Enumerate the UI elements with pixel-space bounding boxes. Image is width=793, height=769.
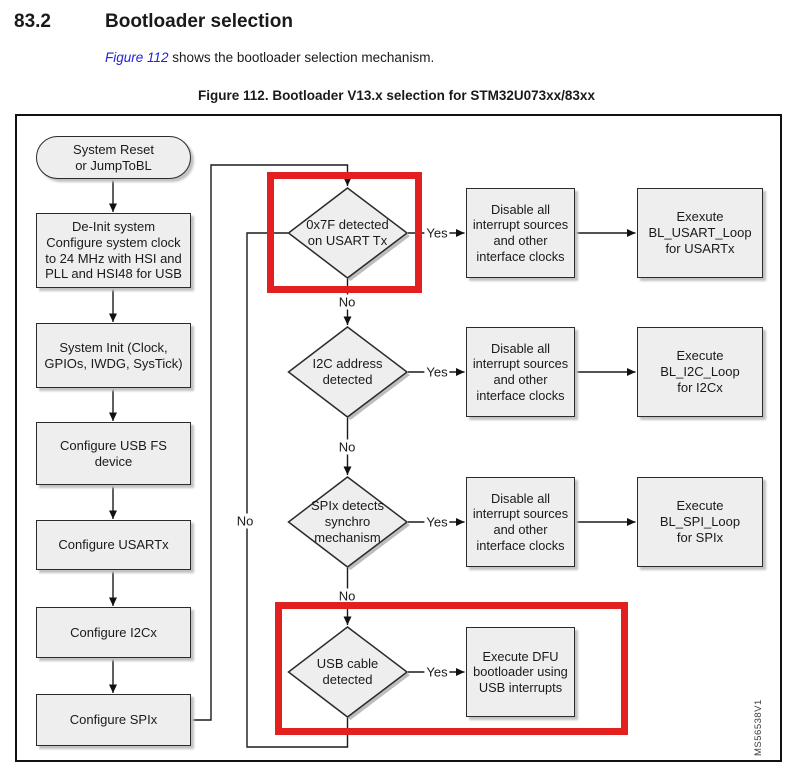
diamond-shape bbox=[287, 326, 410, 420]
flow-decision-usart: 0x7F detected on USART Tx bbox=[287, 187, 410, 281]
decision-label: SPIx detects synchro mechanism bbox=[311, 498, 384, 545]
decision-label: 0x7F detected on USART Tx bbox=[306, 217, 389, 248]
flow-node-deinit: De-Init system Configure system clock to… bbox=[36, 213, 191, 288]
flow-node-disable-interrupts-spi: Disable all interrupt sources and other … bbox=[466, 477, 575, 567]
flow-node-disable-interrupts-i2c: Disable all interrupt sources and other … bbox=[466, 327, 575, 417]
flow-node-configure-i2c: Configure I2Cx bbox=[36, 607, 191, 658]
figure-id-watermark: MS56538V1 bbox=[753, 699, 764, 756]
yes-label-i2c: Yes bbox=[424, 364, 450, 380]
decision-label: USB cable detected bbox=[316, 656, 379, 687]
section-number: 83.2 bbox=[14, 11, 51, 32]
decision-label: I2C address detected bbox=[312, 356, 383, 387]
flow-decision-usb-cable: USB cable detected bbox=[287, 626, 410, 720]
flow-node-configure-usb: Configure USB FS device bbox=[36, 422, 191, 485]
flow-node-execute-spi-loop: Execute BL_SPI_Loop for SPIx bbox=[637, 477, 763, 567]
figure-caption: Figure 112. Bootloader V13.x selection f… bbox=[198, 88, 595, 103]
section-title: Bootloader selection bbox=[105, 11, 293, 32]
no-label-i2c: No bbox=[336, 439, 358, 455]
yes-label-usb: Yes bbox=[424, 664, 450, 680]
flow-node-disable-interrupts-usart: Disable all interrupt sources and other … bbox=[466, 188, 575, 278]
flow-node-configure-spi: Configure SPIx bbox=[36, 694, 191, 746]
flow-node-configure-usart: Configure USARTx bbox=[36, 520, 191, 570]
no-label-usart: No bbox=[336, 294, 358, 310]
flow-decision-i2c: I2C address detected bbox=[287, 326, 410, 420]
intro-paragraph: Figure 112 shows the bootloader selectio… bbox=[105, 50, 434, 65]
flow-node-execute-i2c-loop: Execute BL_I2C_Loop for I2Cx bbox=[637, 327, 763, 417]
diamond-shape bbox=[287, 187, 410, 281]
no-label-loop: No bbox=[234, 513, 256, 529]
diamond-shape bbox=[287, 626, 410, 720]
flow-decision-spi: SPIx detects synchro mechanism bbox=[287, 476, 410, 570]
figure-border bbox=[15, 114, 782, 762]
flow-node-execute-dfu: Execute DFU bootloader using USB interru… bbox=[466, 627, 575, 717]
diamond-shape bbox=[287, 476, 410, 570]
yes-label-usart: Yes bbox=[424, 225, 450, 241]
no-label-spi: No bbox=[336, 588, 358, 604]
flow-node-start: System Reset or JumpToBL bbox=[36, 136, 191, 179]
yes-label-spi: Yes bbox=[424, 514, 450, 530]
intro-text: shows the bootloader selection mechanism… bbox=[168, 50, 435, 65]
figure-112-link[interactable]: Figure 112 bbox=[105, 50, 169, 65]
flow-node-system-init: System Init (Clock, GPIOs, IWDG, SysTick… bbox=[36, 323, 191, 388]
flow-node-execute-usart-loop: Exexute BL_USART_Loop for USARTx bbox=[637, 188, 763, 278]
